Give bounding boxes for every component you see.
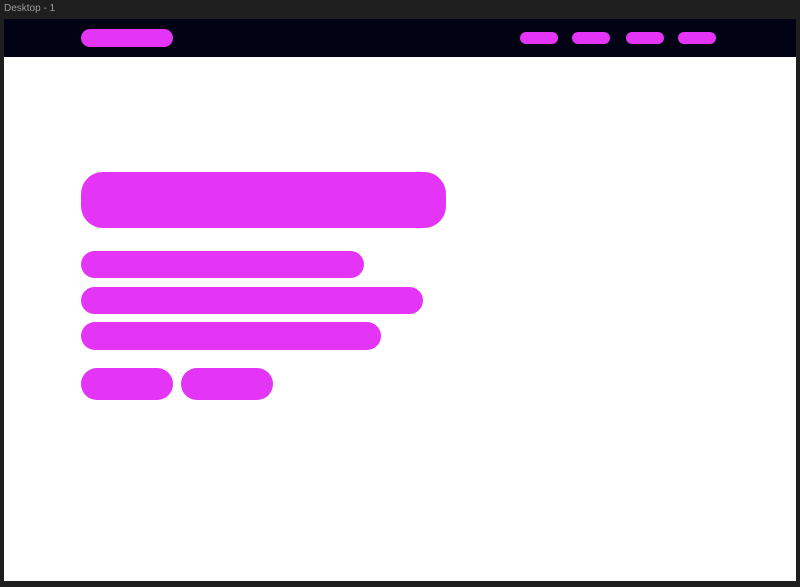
nav-link-placeholder-1[interactable] <box>520 32 558 44</box>
hero-title-placeholder <box>81 172 446 228</box>
nav-link-placeholder-2[interactable] <box>572 32 610 44</box>
nav-link-placeholder-4[interactable] <box>678 32 716 44</box>
logo-placeholder[interactable] <box>81 29 173 47</box>
hero-text-line-placeholder-2 <box>81 287 423 314</box>
hero-text-line-placeholder-1 <box>81 251 364 278</box>
frame-label[interactable]: Desktop - 1 <box>4 3 56 14</box>
hero-text-line-placeholder-3 <box>81 322 381 350</box>
nav-link-placeholder-3[interactable] <box>626 32 664 44</box>
navbar <box>4 19 796 57</box>
primary-button-placeholder[interactable] <box>81 368 173 400</box>
desktop-frame[interactable] <box>4 19 796 581</box>
secondary-button-placeholder[interactable] <box>181 368 273 400</box>
